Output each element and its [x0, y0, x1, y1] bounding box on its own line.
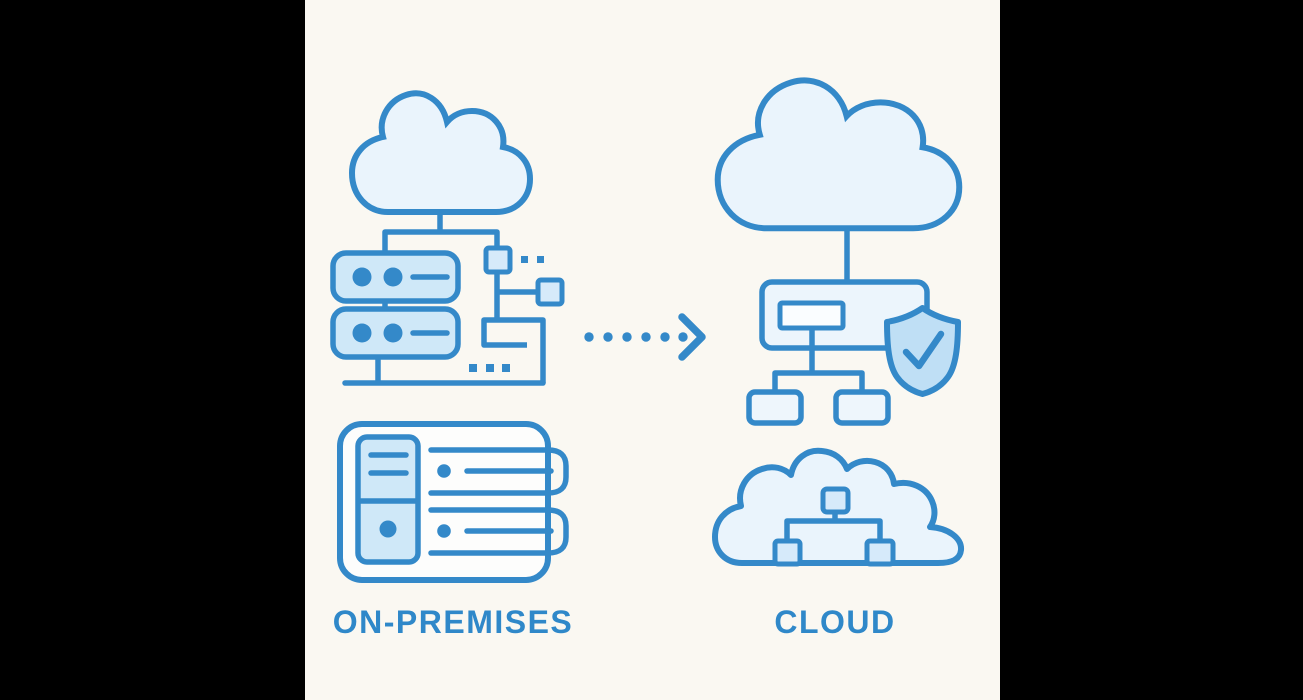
inner-module: [777, 300, 846, 331]
server-rack-icon: [330, 306, 461, 360]
network-node-icon: [820, 486, 851, 515]
network-node-icon: [864, 538, 896, 567]
left-letterbox: [0, 0, 305, 700]
node-square-icon: [535, 277, 565, 307]
child-node: [746, 389, 804, 426]
illustration-canvas: ON-PREMISES CLOUD: [305, 0, 1000, 700]
node-square-icon: [483, 245, 513, 275]
migration-diagram: [330, 0, 964, 583]
network-node-icon: [772, 538, 803, 567]
server-tray-icon: [428, 447, 569, 496]
shield-check-icon: [884, 305, 961, 397]
server-tower-icon: [355, 434, 421, 565]
child-node: [833, 389, 891, 426]
pixel-dots: [469, 256, 544, 372]
on-premises-label: ON-PREMISES: [332, 604, 574, 640]
cloud-hierarchy-shield-icon: [718, 80, 961, 426]
connector-line: [382, 229, 500, 255]
on-premises-network-icon: [330, 93, 565, 386]
dotted-arrow-right-icon: [584, 313, 706, 361]
hierarchy-branch: [772, 370, 865, 392]
cloud-icon: [718, 80, 960, 228]
server-tray-icon: [428, 507, 569, 556]
circuit-trace: [481, 317, 546, 383]
server-cabinet-icon: [337, 421, 569, 583]
cloud-label: CLOUD: [774, 604, 896, 640]
cloud-network-icon: [712, 447, 964, 567]
server-rack-icon: [330, 250, 461, 304]
power-dot: [379, 520, 397, 538]
arrow-head: [678, 313, 706, 361]
checkmark-icon: [902, 330, 945, 370]
right-letterbox: [1000, 0, 1303, 700]
cloud-icon: [352, 93, 530, 212]
